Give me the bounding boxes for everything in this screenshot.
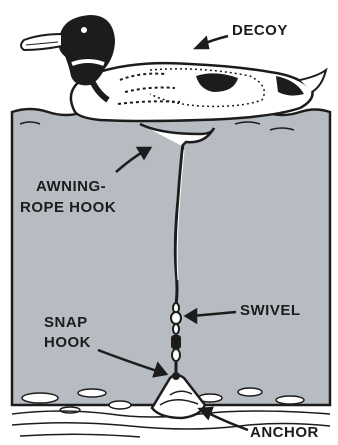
label-snap-hook-line2: HOOK (44, 334, 91, 351)
water-body (12, 109, 330, 405)
label-anchor: ANCHOR (250, 424, 319, 441)
swivel (171, 303, 181, 334)
label-awning-rope-hook-line1: AWNING- (36, 178, 106, 195)
label-decoy: DECOY (232, 22, 288, 39)
label-swivel: SWIVEL (240, 302, 301, 319)
label-snap-hook-line1: SNAP (44, 314, 88, 331)
label-awning-rope-hook-line2: ROPE HOOK (20, 199, 116, 216)
